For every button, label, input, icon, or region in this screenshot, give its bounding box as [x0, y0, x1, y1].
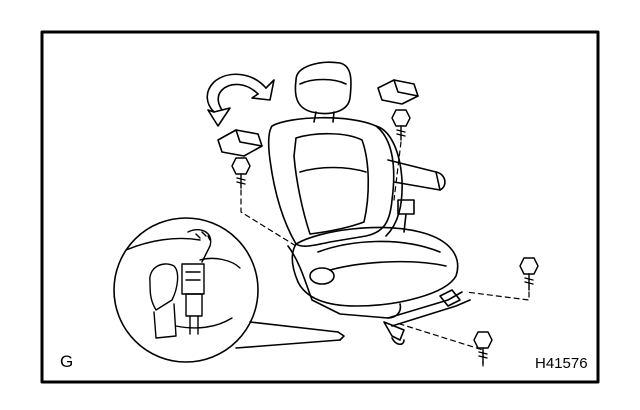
- connector-detail: [113, 217, 345, 363]
- harness-bend: [187, 228, 212, 263]
- arrow-head-top: [251, 79, 275, 101]
- rail-foot-front: [383, 321, 405, 341]
- leader-lines: [240, 141, 530, 367]
- harness-ribs: [195, 231, 211, 241]
- bolt-far-right: [519, 257, 539, 291]
- corner-label: G: [60, 352, 74, 371]
- callout-tip: [337, 331, 345, 341]
- connector-icon: [125, 228, 241, 339]
- seat-cushion: [291, 226, 459, 307]
- leader-left: [240, 189, 297, 247]
- rail-foot-hook: [391, 337, 405, 346]
- detail-contour-2: [199, 257, 241, 269]
- figure-frame: [40, 30, 600, 384]
- seat-icon: [267, 61, 471, 346]
- armrest-end: [435, 171, 441, 191]
- detail-part-left-base: [153, 303, 177, 339]
- bolt-left: [231, 157, 251, 189]
- side-shield: [287, 245, 402, 319]
- rotate-arrow-icon: [206, 73, 275, 127]
- seatback: [267, 116, 395, 247]
- headrest-stay-left: [313, 111, 317, 123]
- callout-line-bottom: [235, 339, 341, 349]
- connector-wires: [189, 315, 199, 335]
- seatback-seam: [299, 166, 367, 173]
- recliner-knob: [309, 267, 335, 285]
- detail-part-left: [149, 263, 179, 311]
- connector-body: [181, 263, 205, 295]
- seatback-side: [375, 125, 403, 237]
- arrow-inner: [217, 83, 259, 111]
- leader-far-right: [465, 291, 530, 301]
- detail-circle: [113, 217, 259, 363]
- arrow-outer: [206, 73, 267, 113]
- cushion-seam-1: [317, 240, 441, 253]
- bolt-icon: [231, 109, 539, 365]
- cushion-seam-2: [329, 260, 447, 271]
- headrest-seam: [299, 78, 347, 85]
- leader-right-top: [393, 141, 402, 201]
- headrest: [294, 61, 352, 115]
- leader-bottom: [399, 323, 484, 367]
- bolt-right-top: [391, 109, 411, 141]
- bracket-cover-left-edge: [235, 129, 263, 147]
- rail-bracket-right: [439, 289, 461, 307]
- figure-code: H41576: [535, 355, 588, 372]
- seatback-panel: [293, 132, 370, 235]
- callout-line-top: [249, 321, 339, 333]
- detail-contour-1: [125, 237, 201, 251]
- bracket-cover-right-edge: [393, 79, 419, 97]
- bracket-icon: [217, 79, 419, 157]
- headrest-stay-right: [332, 111, 335, 123]
- seat-rail-lower: [391, 299, 471, 327]
- bracket-cover-left: [217, 129, 263, 157]
- detail-contour-3: [175, 317, 233, 329]
- arrow-head-bottom: [207, 107, 231, 127]
- connector-plug: [185, 293, 203, 317]
- seat-rail-front: [387, 291, 463, 319]
